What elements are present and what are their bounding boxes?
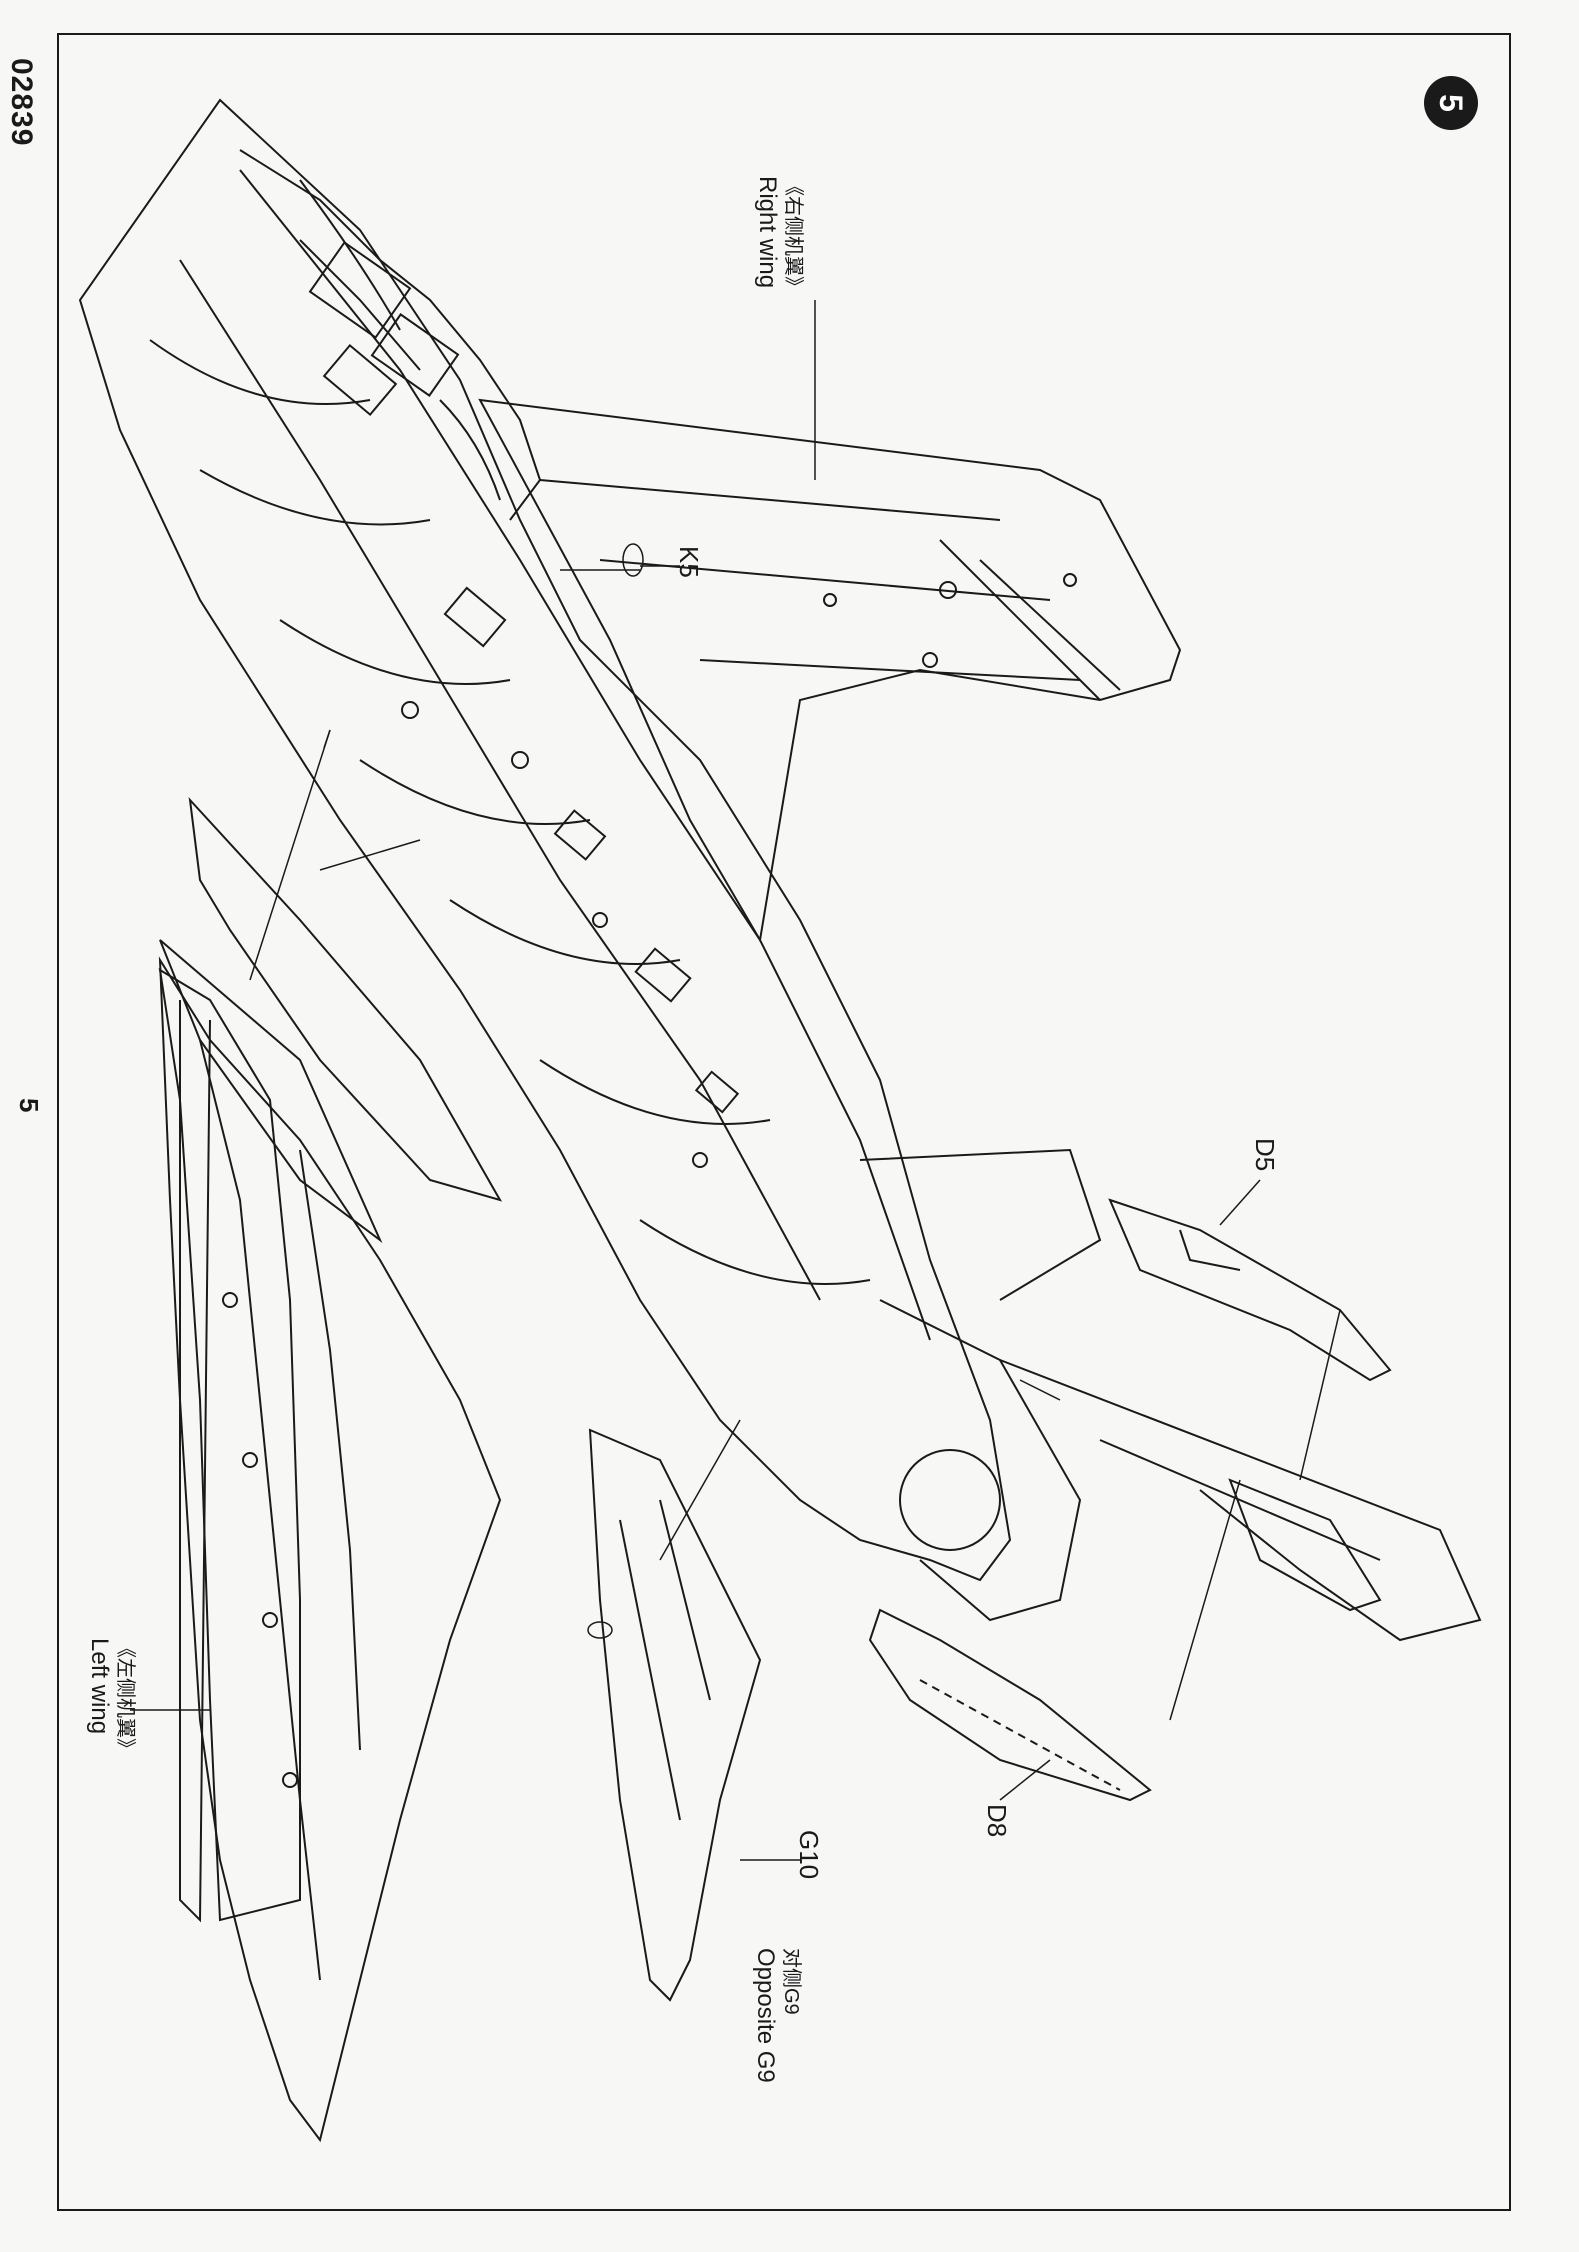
step-number: 5	[1433, 94, 1470, 112]
step-number-badge: 5	[1424, 76, 1478, 130]
opposite-g9-label: 对侧G9 Opposite G9	[752, 1948, 804, 2083]
assembly-guides	[130, 300, 1341, 1861]
right-wing-label-en: Right wing	[754, 176, 781, 289]
right-wing-label: 《右侧机翼》 Right wing	[754, 176, 806, 296]
left-wing-label: 《左侧机翼》 Left wing	[86, 1638, 138, 1758]
left-flap	[158, 968, 301, 1922]
page-number: 5	[14, 1098, 44, 1113]
opposite-g9-label-cn: 对侧G9	[780, 1948, 802, 2015]
left-wing	[158, 956, 502, 2143]
part-label-d8: D8	[982, 1804, 1012, 1838]
kit-code: 02839	[5, 58, 38, 147]
left-wing-label-cn: 《左侧机翼》	[114, 1638, 136, 1758]
part-label-d5: D5	[1250, 1138, 1280, 1172]
left-wing-leading-edge	[159, 797, 503, 1244]
cockpit-detail	[239, 149, 542, 521]
fuselage	[78, 98, 1012, 1582]
opposite-g9-label-en: Opposite G9	[752, 1948, 779, 2083]
part-label-k5: K5	[674, 546, 704, 578]
left-wing-label-en: Left wing	[86, 1638, 113, 1735]
part-d5-drawing[interactable]	[1108, 1198, 1392, 1382]
tail-section	[859, 1148, 1482, 1642]
part-g10-drawing[interactable]	[588, 1428, 762, 2002]
part-d8-drawing[interactable]	[868, 1478, 1382, 1802]
right-wing	[478, 398, 1182, 943]
right-wing-label-cn: 《右侧机翼》	[782, 176, 804, 296]
part-label-g10: G10	[794, 1830, 824, 1880]
